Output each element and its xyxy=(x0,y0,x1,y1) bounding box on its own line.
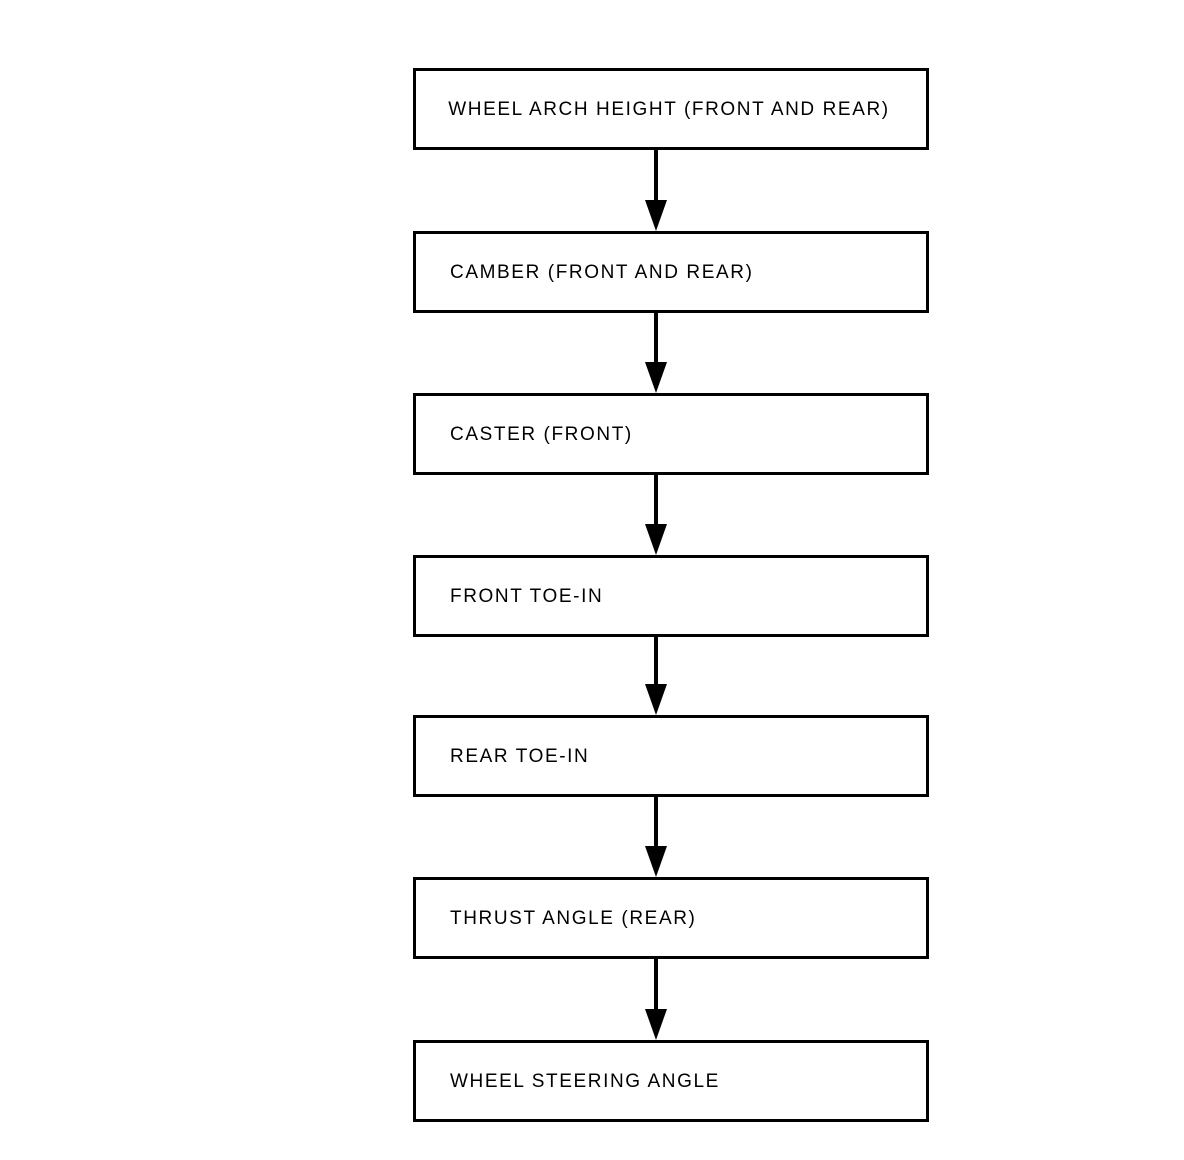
arrow-head-icon xyxy=(645,684,667,715)
arrow-shaft xyxy=(654,313,658,364)
node-label: CAMBER (FRONT AND REAR) xyxy=(450,261,754,283)
node-label: FRONT TOE-IN xyxy=(450,585,604,607)
arrow-shaft xyxy=(654,637,658,686)
flowchart-node-rear-toe-in: REAR TOE-IN xyxy=(413,715,929,797)
flowchart-node-thrust-angle: THRUST ANGLE (REAR) xyxy=(413,877,929,959)
node-label: WHEEL ARCH HEIGHT (FRONT AND REAR) xyxy=(448,98,890,120)
flowchart-node-wheel-arch-height: WHEEL ARCH HEIGHT (FRONT AND REAR) xyxy=(413,68,929,150)
arrow-head-icon xyxy=(645,1009,667,1040)
node-label: THRUST ANGLE (REAR) xyxy=(450,907,697,929)
connector-arrow-6 xyxy=(645,959,667,1040)
connector-arrow-4 xyxy=(645,637,667,715)
arrow-shaft xyxy=(654,150,658,202)
flowchart-node-caster: CASTER (FRONT) xyxy=(413,393,929,475)
arrow-head-icon xyxy=(645,846,667,877)
arrow-head-icon xyxy=(645,362,667,393)
flowchart-node-front-toe-in: FRONT TOE-IN xyxy=(413,555,929,637)
arrow-head-icon xyxy=(645,200,667,231)
arrow-shaft xyxy=(654,959,658,1011)
connector-arrow-5 xyxy=(645,797,667,877)
flowchart-node-camber: CAMBER (FRONT AND REAR) xyxy=(413,231,929,313)
arrow-head-icon xyxy=(645,524,667,555)
node-label: WHEEL STEERING ANGLE xyxy=(450,1070,720,1092)
connector-arrow-3 xyxy=(645,475,667,555)
arrow-shaft xyxy=(654,797,658,848)
node-label: REAR TOE-IN xyxy=(450,745,590,767)
connector-arrow-1 xyxy=(645,150,667,231)
node-label: CASTER (FRONT) xyxy=(450,423,633,445)
connector-arrow-2 xyxy=(645,313,667,393)
flowchart-node-wheel-steering-angle: WHEEL STEERING ANGLE xyxy=(413,1040,929,1122)
arrow-shaft xyxy=(654,475,658,526)
